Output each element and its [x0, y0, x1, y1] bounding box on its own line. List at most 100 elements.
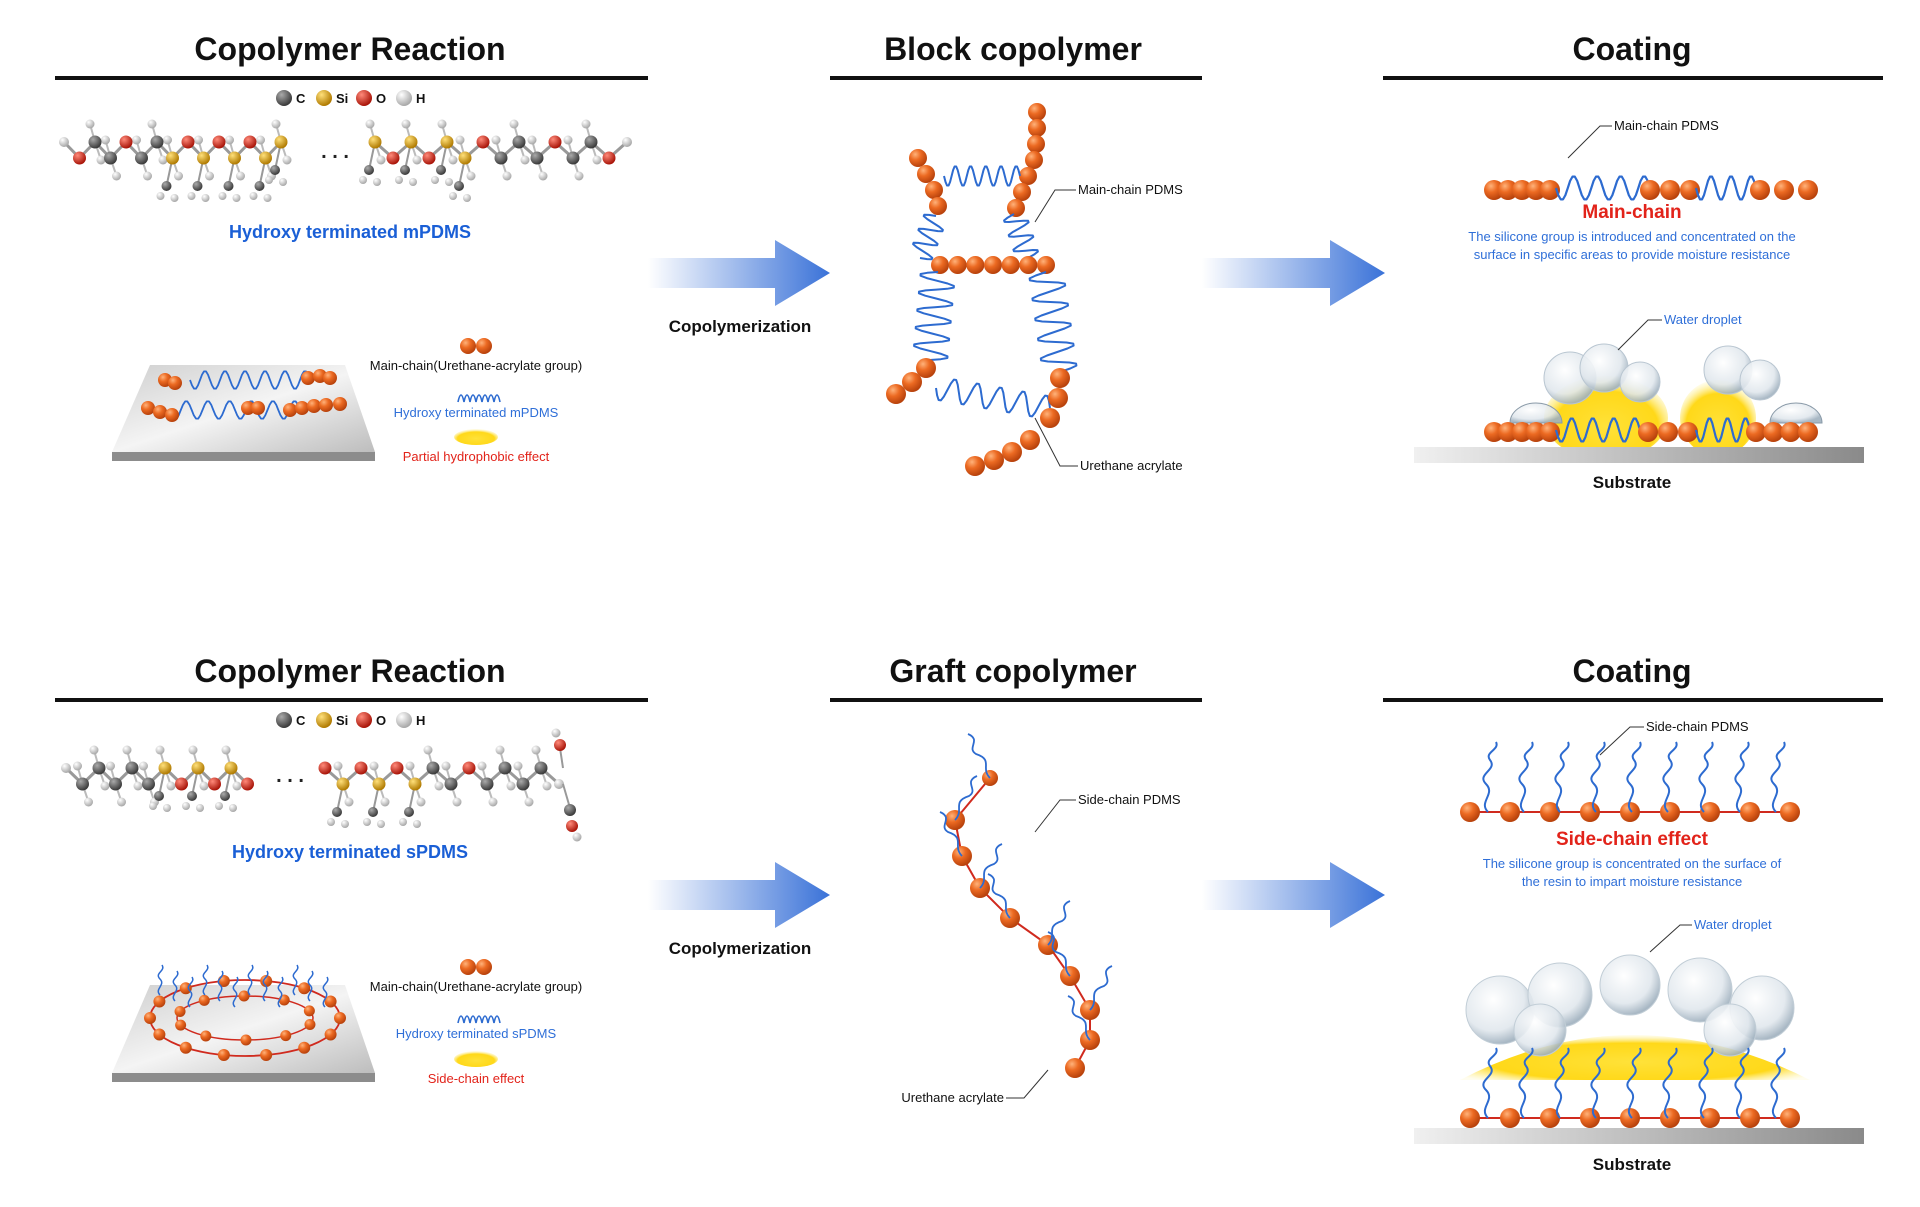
row1-copolymer-panel: Block copolymer Main-chain PDMS Urethane… [830, 31, 1202, 476]
bead [334, 1012, 346, 1024]
h-atom [199, 781, 209, 791]
side-chain-pdms [277, 976, 284, 1008]
bead [1498, 422, 1518, 442]
water-droplet-icon [1703, 1003, 1757, 1057]
bead [1700, 802, 1720, 822]
row2-coating-pdms-label: Side-chain PDMS [1646, 719, 1749, 734]
water-droplet-icon [1619, 361, 1661, 403]
si-atom [228, 151, 241, 165]
side-chain-pdms [1518, 741, 1534, 813]
h-atom [139, 761, 148, 771]
pdms-chain [913, 271, 955, 361]
row1-coating-effect-title: Main-chain [1582, 202, 1681, 223]
h-atom [527, 135, 537, 145]
carbon-atom-icon [276, 90, 292, 106]
bead [168, 376, 182, 390]
si-atom [440, 135, 454, 149]
bead [240, 1034, 252, 1046]
bead [1500, 802, 1520, 822]
oxygen-atom-icon [356, 90, 372, 106]
side-chain-pdms [1554, 741, 1570, 813]
legend-h-label: H [416, 713, 425, 728]
pdms-chain [169, 400, 301, 420]
side-chain-pdms [1089, 965, 1113, 1011]
h-atom [265, 176, 273, 184]
side-chain-pdms [939, 811, 963, 857]
carbon-atom-icon [276, 712, 292, 728]
c-atom [161, 181, 172, 191]
legend-si-label: Si [336, 713, 348, 728]
h-atom [232, 781, 242, 791]
bead [175, 1019, 187, 1031]
c-atom [88, 135, 102, 149]
bead [1048, 388, 1068, 408]
h-atom [236, 171, 245, 181]
c-atom [220, 791, 230, 801]
side-chain-pdms [322, 976, 329, 1008]
pdms-chain [943, 165, 1021, 187]
bead [1498, 180, 1518, 200]
h-atom [399, 818, 407, 826]
c-atom [192, 181, 203, 191]
c-atom [494, 151, 508, 165]
h-atom [117, 797, 126, 807]
h-atom [363, 818, 371, 826]
row1-molecule-dots: . . . [321, 141, 349, 163]
row1-molecule-model [59, 119, 632, 202]
h-atom [174, 171, 183, 181]
row2-coating-water-label: Water droplet [1694, 917, 1772, 932]
row2-key-pdms: Hydroxy terminated sPDMS [396, 1026, 557, 1041]
c-atom [584, 135, 598, 149]
c-atom [254, 181, 265, 191]
h-atom [412, 155, 422, 165]
c-atom [436, 165, 446, 175]
o-atom [548, 135, 562, 149]
bead [324, 1028, 337, 1041]
c-atom [368, 807, 378, 817]
bead [1620, 802, 1640, 822]
bead [1019, 256, 1038, 274]
bead [174, 1005, 186, 1017]
bead [1526, 180, 1546, 200]
h-atom [369, 761, 379, 771]
bead [1660, 1108, 1680, 1128]
pdms-wave-icon [457, 394, 501, 403]
bead [965, 456, 985, 476]
side-chain-pdms [1067, 995, 1091, 1041]
hydrogen-atom-icon [396, 90, 412, 106]
row2-copolymer-title: Graft copolymer [889, 653, 1136, 689]
side-chain-pdms [1590, 741, 1606, 813]
h-atom [551, 728, 561, 738]
side-chain-pdms [967, 733, 991, 779]
row2-arrow-copolymerization: Copolymerization [648, 862, 830, 958]
row2-key: Main-chain(Urethane-acrylate group) Hydr… [370, 959, 582, 1086]
row1-reaction-title: Copolymer Reaction [194, 31, 505, 67]
bead [1040, 408, 1060, 428]
h-atom [434, 781, 444, 791]
bead [1678, 422, 1698, 442]
h-atom [445, 178, 453, 186]
bead [323, 371, 337, 385]
h-atom [84, 797, 93, 807]
bead [307, 399, 321, 413]
side-chain-pdms [979, 843, 1003, 889]
water-droplet-icon [1769, 402, 1823, 424]
bead [1780, 1108, 1800, 1128]
side-chain-pdms [954, 775, 978, 821]
side-chain-pdms [1626, 741, 1642, 813]
h-atom [221, 745, 231, 755]
row1-atom-legend: C Si O H [276, 90, 425, 106]
o-atom [566, 820, 578, 832]
bead [251, 401, 265, 415]
row2-molecule-dots: . . . [276, 765, 304, 787]
h-atom [455, 135, 465, 145]
row1-arrow2 [1202, 240, 1385, 306]
h-atom [182, 802, 190, 810]
legend-si-label: Si [336, 91, 348, 106]
bead [1780, 422, 1801, 442]
h-atom [194, 135, 203, 145]
o-atom [422, 151, 436, 165]
bead [1740, 802, 1760, 822]
side-chain-pdms [1698, 741, 1714, 813]
